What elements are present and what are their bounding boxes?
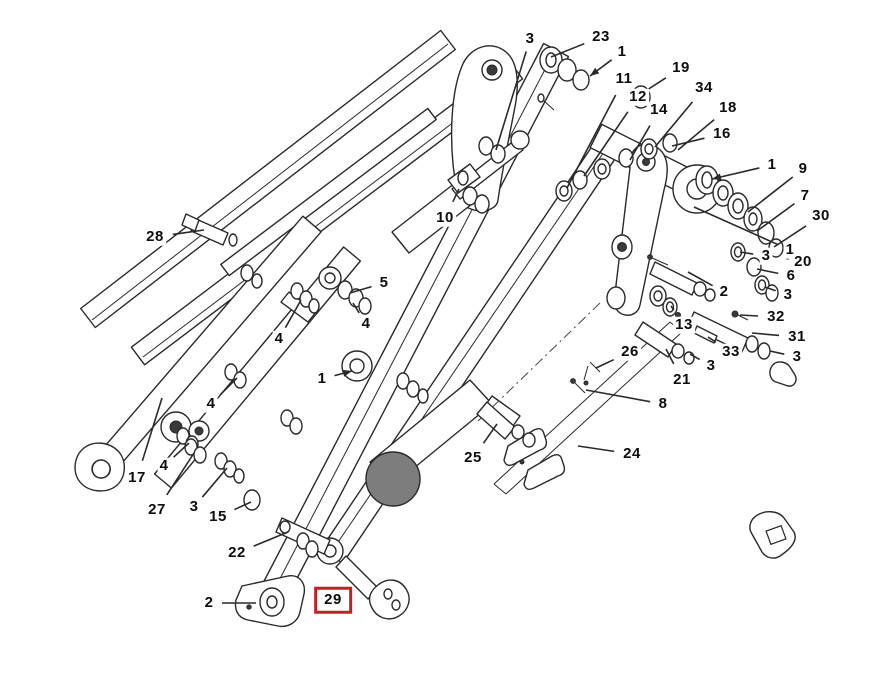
part-label-1: 1: [765, 155, 779, 174]
part-label-29-highlighted: 29: [314, 586, 352, 614]
part-label-11: 11: [613, 69, 635, 88]
part-label-14: 14: [648, 100, 670, 119]
part-label-30: 30: [810, 206, 832, 225]
washers-and-bushings: [176, 46, 784, 558]
part-label-9: 9: [796, 159, 810, 178]
part-label-3: 3: [187, 497, 201, 516]
part-label-2: 2: [202, 593, 216, 612]
part-label-10: 10: [434, 208, 456, 227]
part-label-15: 15: [207, 507, 229, 526]
part-label-1: 1: [615, 42, 629, 61]
part-label-31: 31: [786, 327, 808, 346]
mounting-frame: [477, 302, 797, 559]
part-label-4: 4: [204, 394, 218, 413]
part-label-25: 25: [462, 448, 484, 467]
part-label-4: 4: [272, 329, 286, 348]
part-label-3: 3: [759, 246, 773, 265]
part-label-3: 3: [781, 285, 795, 304]
part-label-27: 27: [146, 500, 168, 519]
part-label-3: 3: [704, 356, 718, 375]
part-label-12: 12: [627, 87, 649, 106]
part-label-3: 3: [523, 29, 537, 48]
part-label-26: 26: [619, 342, 641, 361]
part-label-17: 17: [126, 468, 148, 487]
part-label-32: 32: [765, 307, 787, 326]
part-label-34: 34: [693, 78, 715, 97]
part-label-24: 24: [621, 444, 643, 463]
part-label-19: 19: [670, 58, 692, 77]
part-label-2: 2: [717, 282, 731, 301]
part-label-4: 4: [359, 314, 373, 333]
part-label-18: 18: [717, 98, 739, 117]
leader-lines: [141, 42, 807, 604]
part-label-21: 21: [671, 370, 693, 389]
part-label-8: 8: [656, 394, 670, 413]
part-label-13: 13: [673, 315, 695, 334]
part-label-1: 1: [315, 369, 329, 388]
part-label-22: 22: [226, 543, 248, 562]
link-plates: [450, 45, 668, 316]
part-label-6: 6: [784, 266, 798, 285]
part-label-16: 16: [711, 124, 733, 143]
boom-beams: [74, 29, 722, 628]
part-label-3: 3: [790, 347, 804, 366]
part-label-5: 5: [377, 273, 391, 292]
part-label-23: 23: [590, 27, 612, 46]
part-label-4: 4: [157, 456, 171, 475]
part-label-28: 28: [144, 227, 166, 246]
part-label-20: 20: [792, 252, 814, 271]
part-label-33: 33: [720, 342, 742, 361]
part-label-7: 7: [798, 186, 812, 205]
